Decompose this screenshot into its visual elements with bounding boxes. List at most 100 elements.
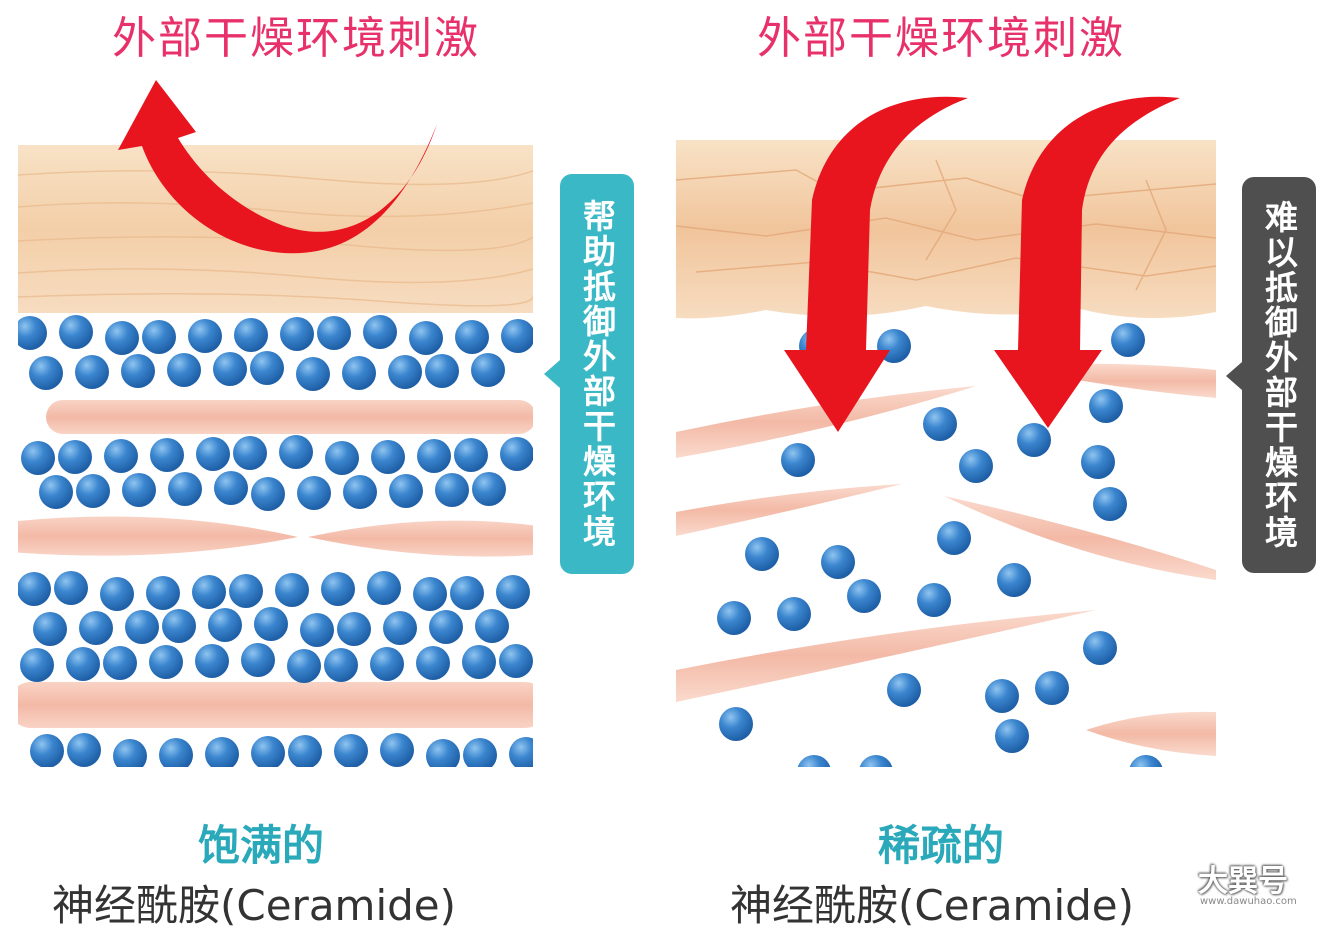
ceramide-label: 神经酰胺(Ceramide) — [52, 881, 457, 930]
ceramide-molecule — [1129, 755, 1163, 767]
ceramide-molecule — [188, 319, 222, 353]
ceramide-molecule — [781, 443, 815, 477]
ceramide-molecule — [100, 577, 134, 611]
full-caption: 饱满的 — [198, 821, 325, 870]
ceramide-molecule — [777, 597, 811, 631]
ceramide-molecule — [250, 351, 284, 385]
penetrating-arrow-icon — [784, 96, 968, 433]
ceramide-molecule — [471, 353, 505, 387]
ceramide-molecule — [20, 648, 54, 682]
ceramide-molecule — [847, 579, 881, 613]
hard-to-resist-callout: 难以抵御外部干燥环境 — [1242, 177, 1316, 573]
ceramide-molecule — [162, 609, 196, 643]
ceramide-molecule — [745, 537, 779, 571]
skin-texture-lines — [18, 170, 533, 307]
full-ceramide-illustration — [18, 145, 533, 767]
ceramide-molecule — [214, 471, 248, 505]
ceramide-molecule — [363, 315, 397, 349]
ceramide-molecule — [997, 563, 1031, 597]
ceramide-molecule — [501, 319, 533, 353]
ceramide-molecule — [105, 321, 139, 355]
ceramide-molecule — [455, 320, 489, 354]
callout-pointer — [544, 360, 560, 388]
ceramide-molecule — [1017, 423, 1051, 457]
ceramide-molecule — [409, 321, 443, 355]
ceramide-molecule — [39, 475, 73, 509]
ceramide-molecule — [917, 583, 951, 617]
sparse-caption: 稀疏的 — [878, 821, 1005, 870]
ceramide-molecule — [797, 755, 831, 767]
ceramide-molecule — [125, 610, 159, 644]
ceramide-molecule — [233, 436, 267, 470]
ceramide-molecule — [454, 438, 488, 472]
ceramide-molecule — [937, 521, 971, 555]
ceramide-molecule — [287, 649, 321, 683]
ceramide-molecule — [463, 738, 497, 767]
ceramide-molecule — [499, 644, 533, 678]
ceramide-label: 神经酰胺(Ceramide) — [730, 881, 1135, 930]
ceramide-molecule — [383, 611, 417, 645]
ceramide-molecule — [150, 438, 184, 472]
ceramide-molecule — [159, 738, 193, 767]
ceramide-molecule — [76, 474, 110, 508]
ceramide-molecule — [959, 449, 993, 483]
ceramide-molecule — [1111, 323, 1145, 357]
deflected-arrow-icon — [118, 80, 437, 254]
ceramide-molecule — [251, 477, 285, 511]
ceramide-molecule — [18, 572, 51, 606]
ceramide-molecule — [192, 575, 226, 609]
watermark-logo: 大巽号 — [1198, 864, 1288, 899]
ceramide-molecule — [59, 315, 93, 349]
ceramide-molecule — [1089, 389, 1123, 423]
ceramide-molecule — [149, 645, 183, 679]
ceramide-molecule — [167, 353, 201, 387]
ceramide-molecule — [195, 644, 229, 678]
ceramide-molecule — [146, 576, 180, 610]
ceramide-molecule — [254, 607, 288, 641]
ceramide-molecule — [321, 572, 355, 606]
ceramide-molecule — [168, 472, 202, 506]
ceramide-molecule — [1093, 487, 1127, 521]
ceramide-molecule — [229, 574, 263, 608]
ceramide-molecule — [496, 575, 530, 609]
ceramide-molecule — [234, 318, 268, 352]
ceramide-molecule — [367, 571, 401, 605]
ceramide-molecule — [985, 679, 1019, 713]
ceramide-molecule — [859, 755, 893, 767]
ceramide-molecules — [18, 315, 533, 767]
ceramide-molecule — [416, 646, 450, 680]
ceramide-molecule — [417, 439, 451, 473]
callout-text: 帮助抵御外部干燥环境 — [577, 199, 617, 549]
ceramide-molecule — [297, 476, 331, 510]
ceramide-molecule — [33, 612, 67, 646]
ceramide-molecule — [1035, 671, 1069, 705]
ceramide-molecule — [288, 735, 322, 767]
ceramide-molecule — [213, 352, 247, 386]
ceramide-molecule — [122, 473, 156, 507]
ceramide-molecule — [435, 473, 469, 507]
ceramide-molecule — [251, 736, 285, 767]
ceramide-molecule — [719, 707, 753, 741]
ceramide-molecule — [30, 734, 64, 767]
ceramide-molecule — [18, 316, 47, 350]
ceramide-molecule — [475, 609, 509, 643]
ceramide-molecule — [425, 354, 459, 388]
ceramide-molecule — [325, 441, 359, 475]
ceramide-molecule — [821, 545, 855, 579]
ceramide-molecule — [370, 647, 404, 681]
ceramide-molecule — [413, 577, 447, 611]
ceramide-molecule — [67, 733, 101, 767]
full-ceramide-layers — [18, 145, 533, 767]
ceramide-molecule — [371, 440, 405, 474]
ceramide-molecule — [337, 612, 371, 646]
ceramide-molecule — [208, 608, 242, 642]
ceramide-molecule — [103, 646, 137, 680]
ceramide-molecule — [429, 610, 463, 644]
ceramide-molecule — [196, 437, 230, 471]
ceramide-molecule — [296, 357, 330, 391]
ceramide-molecule — [717, 601, 751, 635]
ceramide-molecule — [426, 739, 460, 767]
ceramide-molecule — [343, 475, 377, 509]
ceramide-molecule — [121, 354, 155, 388]
